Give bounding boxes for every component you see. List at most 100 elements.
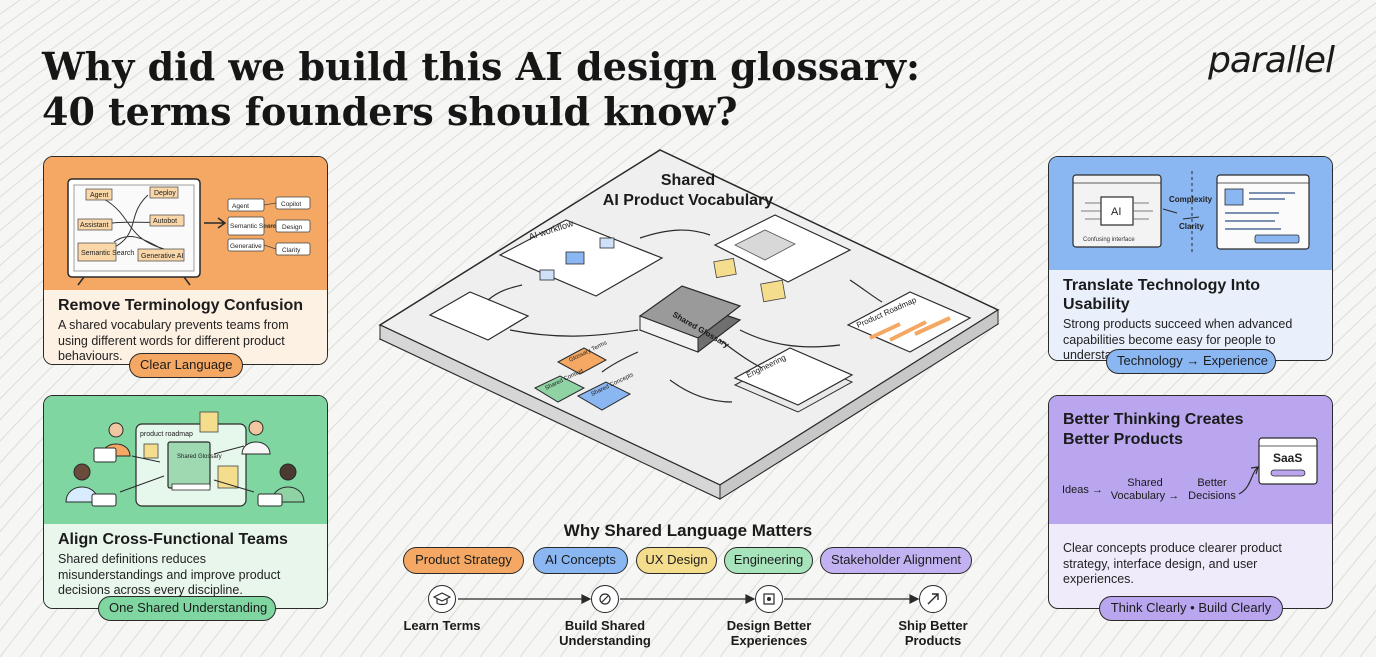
terminology-body: Remove Terminology Confusion A shared vo…: [44, 290, 327, 364]
bg-line: [0, 0, 421, 340]
card-technology: AI Confusing interface Complexity Clarit…: [1048, 156, 1333, 374]
board-term-5: Generative AI: [141, 253, 183, 260]
card-terminology: Agent Deploy Assistant Autobot Semantic …: [43, 156, 328, 378]
step-2-line-1: Design Better: [726, 618, 812, 633]
bg-line: [0, 0, 201, 150]
bg-line: [0, 0, 381, 303]
technology-experience-pill: Technology → Experience: [1106, 349, 1276, 374]
board-term-3: Autobot: [153, 218, 177, 225]
bg-line: [0, 0, 301, 232]
parallel-logo: parallel: [1208, 40, 1335, 81]
thinking-illustration: SaaS: [1049, 396, 1332, 524]
graduation-cap-icon: [428, 585, 456, 613]
bg-line: [0, 0, 281, 215]
technology-body: Translate Technology Into Usability Stro…: [1049, 270, 1332, 362]
tag-ux-design: UX Design: [636, 547, 717, 574]
board-term-2: Assistant: [80, 222, 108, 229]
bg-line: [0, 0, 141, 103]
bg-line: [0, 0, 401, 321]
terminology-illustration: Agent Deploy Assistant Autobot Semantic …: [44, 157, 327, 290]
one-shared-understanding-pill: One Shared Understanding: [98, 596, 276, 621]
page-title-line-2: 40 terms founders should know?: [42, 89, 738, 134]
arrow-up-right-icon: [919, 585, 947, 613]
think-clearly-pill: Think Clearly • Build Clearly: [1099, 596, 1283, 621]
ideas-flow-illustration: SaaS: [1238, 437, 1318, 495]
clarity-label: Clarity: [1179, 222, 1204, 231]
teams-body: Align Cross-Functional Teams Shared defi…: [44, 524, 327, 608]
chip-caption: Confusing interface: [1083, 237, 1135, 243]
step-3-line-1: Ship Better: [898, 618, 968, 633]
bg-line: [0, 0, 161, 119]
center-title-line-2: AI Product Vocabulary: [603, 192, 774, 209]
card-teams: product roadmap Shared Glossary Align Cr…: [43, 395, 328, 621]
right-term-1: Design: [282, 224, 303, 231]
clear-language-pill: Clear Language: [129, 353, 243, 378]
right-term-0: Copilot: [281, 201, 301, 208]
thinking-title: Better Thinking Creates Better Products: [1063, 410, 1263, 450]
step-0-line-1: Learn Terms: [403, 618, 481, 633]
page-title-line-1: Why did we build this AI design glossary…: [42, 44, 921, 89]
teams-book-label: Shared Glossary: [177, 454, 222, 460]
complexity-clarity-illustration: AI Confusing interface Complexity Clarit…: [1072, 171, 1310, 253]
flow-arrows: [487, 229, 883, 403]
bg-line: [0, 0, 181, 134]
team-collaboration-illustration: product roadmap Shared Glossary: [65, 411, 305, 507]
thinking-body: Better Thinking Creates Better Products …: [1049, 396, 1332, 610]
bg-line: [0, 0, 261, 198]
flow-better-decisions: Better Decisions: [1188, 477, 1236, 502]
list-term-0: Agent: [232, 203, 249, 210]
bg-line: [0, 0, 321, 249]
terminology-text: A shared vocabulary prevents teams from …: [58, 318, 289, 363]
thinking-title-line-2: Better Products: [1063, 431, 1184, 448]
step-2-line-2: Experiences: [730, 633, 808, 648]
bg-line: [0, 0, 441, 360]
bg-line: [1279, 535, 1376, 657]
design-icon: [755, 585, 783, 613]
teams-illustration: product roadmap Shared Glossary: [44, 396, 327, 524]
step-build-shared: Build Shared Understanding: [545, 618, 665, 648]
thinking-title-line-1: Better Thinking Creates: [1063, 411, 1244, 428]
why-shared-language-title: Why Shared Language Matters: [0, 521, 1376, 541]
bg-line: [0, 0, 221, 166]
terminology-title: Remove Terminology Confusion: [58, 297, 304, 314]
flow-shared-vocabulary: Shared Vocabulary →: [1110, 477, 1180, 502]
bg-line: [739, 45, 1376, 657]
bg-line: [0, 0, 241, 182]
engineering-node: Engineering: [733, 347, 854, 413]
product-roadmap-label: product roadmap: [140, 431, 193, 438]
tag-stakeholder-alignment: Stakeholder Alignment: [820, 547, 972, 574]
complexity-label: Complexity: [1169, 195, 1213, 204]
card-thinking: SaaS Better Thinking Creates Better Prod…: [1048, 395, 1333, 621]
bg-line: [0, 0, 361, 285]
shared-glossary-book: Shared Glossary: [638, 285, 742, 353]
step-3-line-2: Products: [904, 633, 962, 648]
page-title: Why did we build this AI design glossary…: [42, 44, 942, 134]
technology-title: Translate Technology Into Usability: [1063, 277, 1261, 313]
board-term-4: Semantic Search: [81, 250, 134, 257]
bg-line: [0, 0, 341, 267]
list-term-1: Semantic Search: [230, 223, 280, 230]
flow-ideas: Ideas →: [1062, 484, 1103, 496]
board-term-0: Agent: [90, 192, 108, 199]
step-ship-better: Ship Better Products: [873, 618, 993, 648]
shared-vocabulary-platform: Shared AI Product Vocabulary AI workflow…: [378, 149, 1000, 500]
thinking-text: Clear concepts produce clearer product s…: [1063, 541, 1282, 586]
saas-label: SaaS: [1273, 451, 1302, 465]
technology-illustration: AI Confusing interface Complexity Clarit…: [1049, 157, 1332, 270]
bg-line: [1259, 512, 1376, 657]
step-design-better: Design Better Experiences: [709, 618, 829, 648]
center-title-line-1: Shared: [661, 172, 715, 189]
ai-chip-label: AI: [1111, 206, 1121, 218]
teams-text: Shared definitions reduces misunderstand…: [58, 552, 281, 597]
step-1-line-2: Understanding: [559, 633, 651, 648]
board-term-1: Deploy: [154, 190, 176, 197]
tag-ai-concepts: AI Concepts: [533, 547, 628, 574]
step-learn-terms: Learn Terms: [382, 618, 502, 633]
step-1-line-1: Build Shared: [564, 618, 646, 633]
right-term-2: Clarity: [282, 247, 301, 254]
tag-engineering: Engineering: [724, 547, 813, 574]
teams-title: Align Cross-Functional Teams: [58, 531, 288, 548]
whiteboard-illustration: Agent Deploy Assistant Autobot Semantic …: [67, 178, 311, 286]
why-title-text: Why Shared Language Matters: [563, 521, 813, 540]
